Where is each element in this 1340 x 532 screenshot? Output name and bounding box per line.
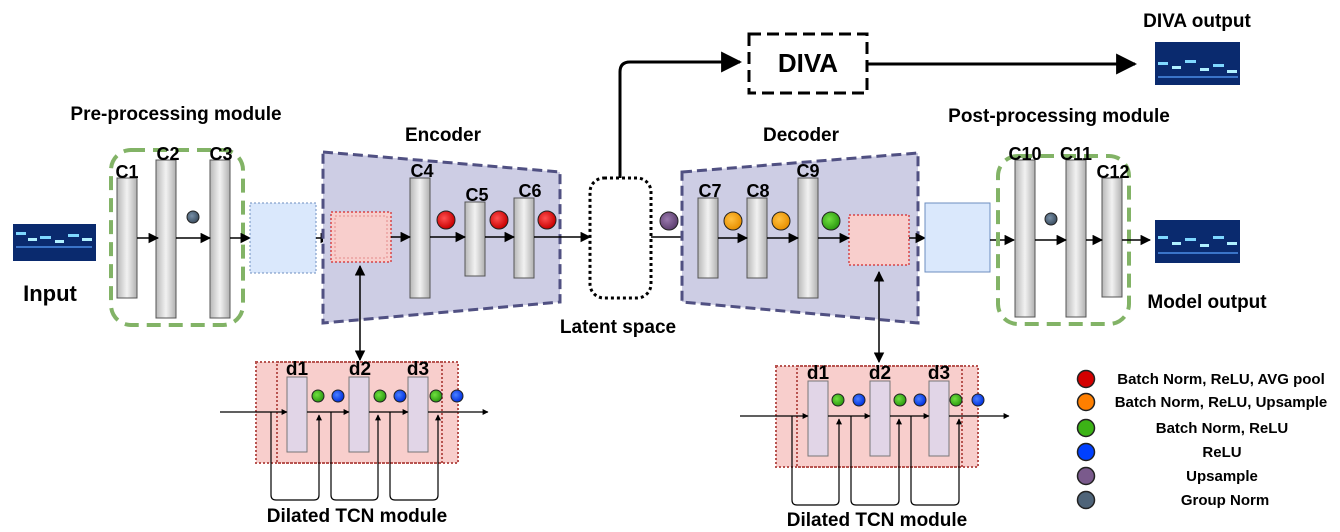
bn-relu-avgpool-dot <box>489 210 509 230</box>
d1-label: d1 <box>286 359 309 380</box>
c9-label: C9 <box>796 161 819 181</box>
arrow-to-diva <box>618 51 743 178</box>
decoder-title: Decoder <box>763 125 840 146</box>
layer-c12 <box>1101 177 1123 298</box>
relu-dot <box>450 389 464 403</box>
c3-label: C3 <box>209 144 232 164</box>
bn-relu-dot <box>373 389 387 403</box>
c2-label: C2 <box>156 144 179 164</box>
layer-c6 <box>513 197 535 279</box>
group-norm-dot <box>186 210 200 224</box>
tcn-block-d3 <box>928 380 950 457</box>
c5-label: C5 <box>465 185 488 205</box>
diva-box <box>747 32 869 95</box>
latent-space-box <box>588 176 653 300</box>
d2-label: d2 <box>869 363 891 384</box>
layer-c4 <box>409 177 431 299</box>
relu-dot <box>331 389 345 403</box>
bn-relu-dot <box>949 393 963 407</box>
model-output-spectrogram <box>1155 216 1240 263</box>
light-block-right <box>924 202 991 273</box>
layer-c5 <box>464 201 486 277</box>
c7-label: C7 <box>698 181 721 201</box>
c1-label: C1 <box>115 162 138 182</box>
bn-relu-avgpool-dot <box>537 210 557 230</box>
postprocessing-title: Post-processing module <box>948 106 1170 127</box>
upsample-dot <box>659 211 679 231</box>
bn-relu-avgpool-dot <box>436 210 456 230</box>
legend-swatch <box>1076 466 1096 486</box>
input-label: Input <box>23 281 77 306</box>
tcn-block-d2 <box>348 376 370 453</box>
layer-c8 <box>746 197 768 279</box>
legend-swatch <box>1076 442 1096 462</box>
tcn-block-d3 <box>407 376 429 453</box>
bn-relu-dot <box>893 393 907 407</box>
c11-label: C11 <box>1060 144 1092 164</box>
legend-label: Batch Norm, ReLU, AVG pool <box>1117 371 1325 388</box>
legend-label: Batch Norm, ReLU <box>1156 420 1289 437</box>
preprocessing-module-border <box>109 148 245 327</box>
c12-label: C12 <box>1096 162 1129 182</box>
model-output-label: Model output <box>1147 292 1267 313</box>
bn-relu-dot <box>429 389 443 403</box>
tcn-module-right: d1 d2 d3 <box>740 363 1010 506</box>
d3-label: d3 <box>928 363 950 384</box>
layer-c1 <box>116 177 138 299</box>
d3-label: d3 <box>407 359 429 380</box>
bn-relu-dot <box>311 389 325 403</box>
relu-dot <box>852 393 866 407</box>
diva-output-title: DIVA output <box>1143 11 1251 32</box>
decoder-tcn-slot <box>848 214 910 266</box>
c10-label: C10 <box>1008 144 1041 164</box>
legend-swatch <box>1076 369 1096 389</box>
c4-label: C4 <box>410 161 433 181</box>
layer-c9 <box>797 177 819 299</box>
encoder-tcn-slot <box>330 211 392 263</box>
legend-label: ReLU <box>1202 444 1241 461</box>
c6-label: C6 <box>518 181 541 201</box>
tcn-block-d2 <box>869 380 891 457</box>
legend-swatch <box>1076 392 1096 412</box>
legend-label: Upsample <box>1186 468 1258 485</box>
bn-relu-dot <box>821 211 841 231</box>
diva-label: DIVA <box>778 48 838 78</box>
relu-dot <box>913 393 927 407</box>
legend-swatch <box>1076 418 1096 438</box>
legend-label: Group Norm <box>1181 492 1269 509</box>
tcn-block-d1 <box>286 376 308 453</box>
bn-relu-upsample-dot <box>723 211 743 231</box>
diva-output-spectrogram <box>1155 38 1240 85</box>
bn-relu-dot <box>831 393 845 407</box>
d2-label: d2 <box>349 359 371 380</box>
layer-c2 <box>155 159 177 319</box>
group-norm-dot <box>1044 212 1058 226</box>
preprocessing-title: Pre-processing module <box>70 104 281 125</box>
input-spectrogram <box>13 216 96 264</box>
legend-swatch <box>1076 490 1096 510</box>
light-block-left <box>249 202 317 274</box>
legend-label: Batch Norm, ReLU, Upsample <box>1115 394 1328 411</box>
layer-c11 <box>1065 159 1087 318</box>
c8-label: C8 <box>746 181 769 201</box>
layer-c3 <box>209 159 231 319</box>
encoder-tcn-slot-inner <box>334 215 388 259</box>
encoder-title: Encoder <box>405 125 482 146</box>
bn-relu-upsample-dot <box>771 211 791 231</box>
layer-c10 <box>1014 159 1036 318</box>
relu-dot <box>971 393 985 407</box>
tcn-module-left: d1 d2 d3 <box>220 359 489 501</box>
tcn-right-title: Dilated TCN module <box>787 510 968 531</box>
tcn-left-title: Dilated TCN module <box>267 506 448 527</box>
latent-space-label: Latent space <box>560 317 676 338</box>
tcn-block-d1 <box>807 380 829 457</box>
relu-dot <box>393 389 407 403</box>
d1-label: d1 <box>807 363 830 384</box>
layer-c7 <box>697 197 719 279</box>
